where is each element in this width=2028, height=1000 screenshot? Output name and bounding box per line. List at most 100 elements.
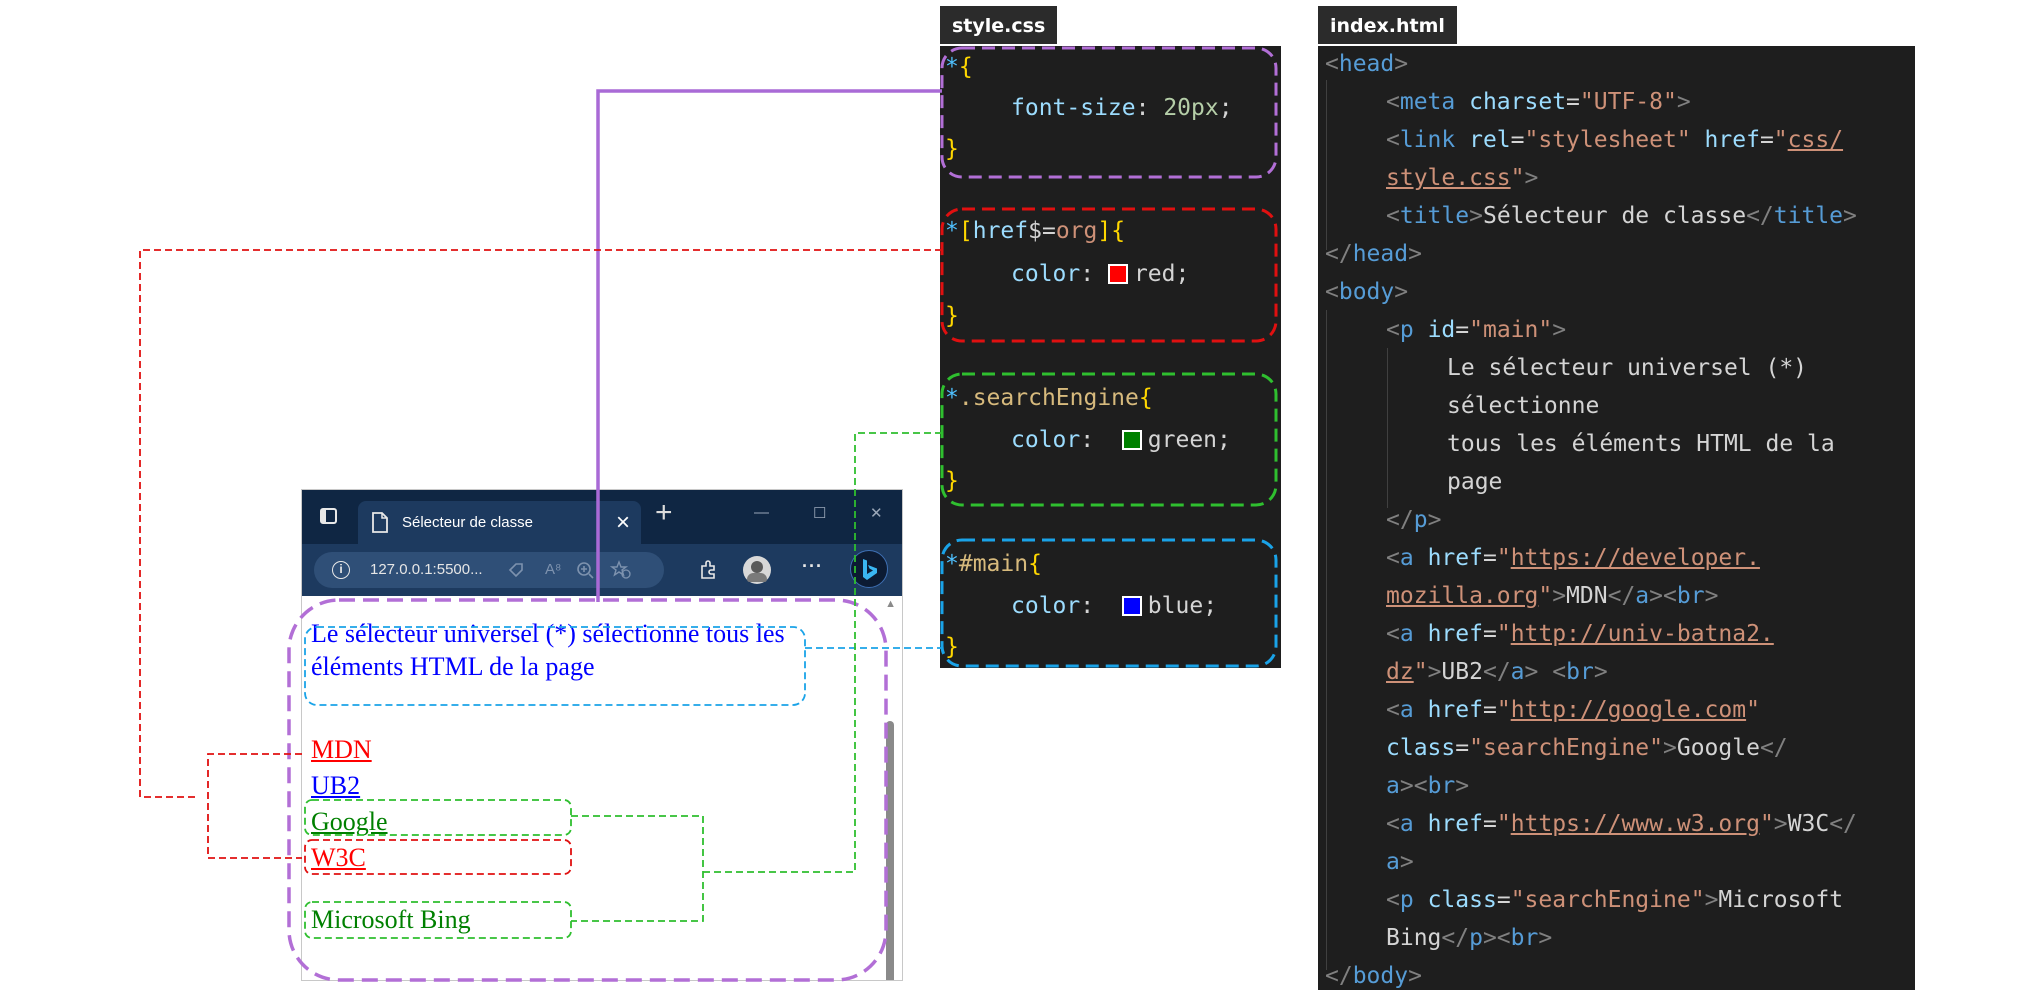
scroll-up-icon[interactable]: ▲ — [885, 598, 896, 610]
code-token: title — [1399, 203, 1470, 229]
color-swatch-blue[interactable] — [1121, 596, 1142, 616]
code-token: > — [1538, 925, 1553, 951]
css-id-selector: #main — [958, 551, 1029, 577]
code-token: " — [1496, 811, 1511, 837]
zoom-icon[interactable] — [576, 561, 594, 579]
code-token: > — [1394, 279, 1409, 305]
code-token: p — [1399, 317, 1414, 343]
url-field[interactable]: i 127.0.0.1:5500... A⁸ — [314, 552, 664, 588]
code-token: > — [1427, 659, 1442, 685]
css-open-brace: { — [1138, 385, 1153, 411]
scrollbar-thumb[interactable] — [886, 721, 894, 980]
code-token: </ — [1325, 241, 1353, 267]
html-file-tab[interactable]: index.html — [1318, 6, 1457, 44]
profile-icon[interactable] — [743, 556, 771, 584]
code-token: < — [1325, 51, 1339, 77]
css-rule-universal-declaration: font-size: 20px; — [1011, 95, 1233, 121]
bing-icon[interactable] — [850, 550, 888, 588]
code-token: " — [1759, 811, 1774, 837]
code-token: " — [1538, 583, 1553, 609]
bing-paragraph-box — [304, 901, 572, 939]
code-token: dz — [1386, 659, 1414, 685]
browser-address-bar: i 127.0.0.1:5500... A⁸ — [302, 544, 902, 596]
code-token: < — [1386, 887, 1400, 913]
color-swatch-red[interactable] — [1107, 264, 1128, 284]
info-icon[interactable]: i — [332, 561, 350, 579]
code-token: title — [1773, 203, 1844, 229]
css-file-tab[interactable]: style.css — [940, 6, 1058, 44]
link-w3c[interactable]: W3C — [311, 843, 366, 872]
code-token: " — [1746, 697, 1760, 723]
html-code-line: </body> — [1325, 957, 1422, 995]
link-google[interactable]: Google — [311, 807, 388, 836]
code-token: < — [1386, 545, 1400, 571]
favorites-icon[interactable] — [610, 560, 632, 580]
new-tab-icon[interactable]: + — [655, 496, 673, 529]
code-token: > — [1408, 963, 1422, 989]
html-code-line: a><br> — [1386, 767, 1469, 805]
page-icon — [372, 512, 388, 533]
html-code-panel — [1318, 46, 1915, 990]
code-token: </ — [1386, 507, 1414, 533]
html-code-line: Bing</p><br> — [1386, 919, 1552, 957]
html-code-line: <title>Sélecteur de classe</title> — [1386, 197, 1857, 235]
code-token: mozilla.org — [1386, 583, 1539, 609]
css-value: 20px — [1163, 95, 1219, 121]
code-token: </ — [1607, 583, 1636, 609]
browser-tab[interactable]: Sélecteur de classe × — [358, 501, 641, 544]
css-property: color — [1011, 427, 1081, 453]
code-token: " — [1496, 545, 1511, 571]
attribute-connector — [139, 249, 942, 798]
code-token: </ — [1759, 735, 1788, 761]
tracking-tag-icon[interactable] — [507, 561, 525, 579]
html-code-line: <a href="https://www.w3.org">W3C</ — [1386, 805, 1857, 843]
code-token: = — [1455, 735, 1470, 761]
code-token: </ — [1746, 203, 1774, 229]
code-token: >< — [1399, 773, 1428, 799]
main-paragraph-line-2: éléments HTML de la page — [311, 652, 595, 681]
code-token: id — [1427, 317, 1456, 343]
css-value: green — [1147, 427, 1218, 453]
link-ub2[interactable]: UB2 — [311, 771, 361, 800]
css-property: color — [1011, 261, 1081, 287]
css-value: blue — [1147, 593, 1204, 619]
code-token: = — [1566, 89, 1580, 115]
code-token: = — [1455, 317, 1470, 343]
code-token: >< — [1649, 583, 1677, 609]
sidebar-toggle-icon[interactable] — [320, 508, 337, 524]
link-mdn[interactable]: MDN — [311, 735, 372, 764]
html-code-line: a> — [1386, 843, 1414, 881]
code-token: W3C — [1787, 811, 1830, 837]
code-token: > — [1427, 507, 1442, 533]
url-text: 127.0.0.1:5500... — [370, 561, 483, 578]
code-token: Microsoft — [1718, 887, 1844, 913]
extensions-icon[interactable] — [698, 560, 718, 580]
code-token: = — [1759, 127, 1774, 153]
color-swatch-green[interactable] — [1121, 430, 1142, 450]
code-token: </ — [1482, 659, 1511, 685]
more-menu-icon[interactable]: ··· — [802, 556, 823, 576]
code-token: > — [1524, 165, 1539, 191]
code-token: > — [1704, 583, 1719, 609]
read-aloud-icon[interactable]: A⁸ — [545, 561, 562, 578]
code-token: p — [1399, 887, 1414, 913]
code-token: < — [1552, 659, 1567, 685]
close-window-icon[interactable]: ✕ — [870, 505, 883, 522]
html-code-line: <a href="http://google.com" — [1386, 691, 1760, 729]
code-token: " — [1496, 697, 1511, 723]
code-token: page — [1447, 469, 1503, 495]
code-token: < — [1386, 811, 1400, 837]
code-token: > — [1662, 735, 1677, 761]
maximize-icon[interactable]: ☐ — [813, 505, 827, 522]
close-tab-icon[interactable]: × — [616, 509, 631, 536]
scroll-down-icon[interactable]: ▼ — [885, 966, 896, 978]
code-token: a — [1399, 811, 1414, 837]
code-token: </ — [1441, 925, 1470, 951]
minimize-icon[interactable]: — — [754, 504, 769, 521]
code-token: > — [1524, 659, 1539, 685]
code-token: " — [1413, 659, 1428, 685]
code-token: href — [1427, 621, 1483, 647]
browser-page-content: Le sélecteur universel (*) sélectionne t… — [302, 596, 902, 980]
